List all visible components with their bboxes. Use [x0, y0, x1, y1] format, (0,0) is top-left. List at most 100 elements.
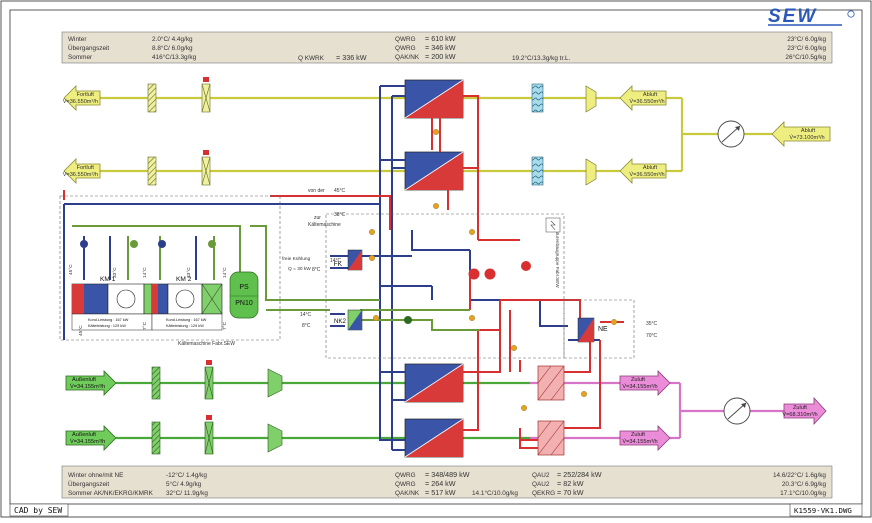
label-t70: 70°C — [646, 333, 658, 339]
fortluft-2-title: Fortluft — [77, 165, 95, 171]
km1-info-2: Kälteleistung : 129 kW — [88, 324, 126, 328]
bottom-q2-label-0: QAU2 — [532, 472, 550, 479]
chiller-caption: Kältemaschine Fabr.SEW — [178, 341, 235, 347]
top-right-value-2: 26°C/10.5g/kg — [785, 53, 826, 61]
chiller-temp-7b: 7°C — [222, 321, 228, 330]
bottom-left-value-1: 5°C/ 4.9g/kg — [166, 480, 202, 488]
label-t38: 38°C — [334, 212, 346, 218]
zuluft-main-flow: V̇=68.310m³/h — [782, 411, 817, 418]
fortluft-arrow-1: Fortluft V̇=36.550m³/h — [63, 85, 101, 111]
chiller-temp-33a: 33°C — [112, 267, 118, 278]
top-q-value-2: = 200 kW — [425, 52, 456, 61]
chiller-temp-45a: 45°C — [68, 264, 74, 275]
label-kaeltemaschine: Kältemaschine — [308, 222, 341, 228]
km1-info-1: Kond.Leistung : 167 kW — [88, 318, 129, 322]
footer-left: CAD by SEW — [14, 506, 62, 515]
q-kwrk-value: = 336 kW — [336, 53, 367, 62]
free-cooling-exchanger: FK — [334, 249, 363, 271]
bottom-left-label-0: Winter ohne/mit NE — [68, 472, 123, 479]
bottom-q2-label-2: QEKRG — [532, 490, 555, 497]
bottom-q-value-1: = 264 kW — [425, 479, 456, 488]
bottom-q-label-2: QAK/NK — [395, 490, 420, 497]
label-von-der: von der — [308, 188, 325, 194]
top-info-panel: Winter Übergangszeit Sommer 2.0°C/ 4.4g/… — [61, 31, 833, 64]
fk-label: FK — [334, 261, 343, 268]
aussenluft-2-flow: V̇=34.155m³/h — [70, 438, 105, 445]
bottom-q-value-2: = 517 kW — [425, 488, 456, 497]
top-left-value-1: 8.8°C/ 6.0g/kg — [152, 44, 193, 52]
valve-assembly-area: Armaturenbaugruppe Fabr.SEW — [325, 213, 635, 359]
piping-labels: von der 45°C 38°C zur Kältemaschine frei… — [282, 188, 658, 339]
top-q-label-1: QWRG — [395, 45, 416, 52]
aussenluft-1-title: Außenluft — [72, 377, 96, 383]
zuluft-1-flow: V̇=34.155m³/h — [622, 383, 657, 390]
bottom-q-label-1: QWRG — [395, 481, 416, 488]
top-right-value-0: 23°C/ 6.0g/kg — [787, 35, 826, 43]
ne-exchanger: NE — [577, 317, 608, 343]
bottom-mid-note: 14.1°C/10.0g/kg — [472, 489, 518, 497]
main-pumps — [404, 261, 531, 324]
bottom-left-value-0: -12°C/ 1.4g/kg — [166, 471, 207, 479]
nk2-exchanger: NK2 — [334, 309, 363, 331]
label-t14a: 14°C — [330, 258, 342, 264]
top-q-label-0: QWRG — [395, 36, 416, 43]
abluft-main-flow: V̇=73.100m³/h — [789, 134, 824, 141]
chiller-temp-33b: 33°C — [186, 267, 192, 278]
label-t8a: 8°C — [312, 267, 321, 273]
label-zur: zur — [314, 215, 321, 221]
abluft-arrow-1: Abluft V̇=36.550m³/h — [619, 85, 667, 111]
chiller-pump-icons — [80, 240, 216, 248]
abluft-2-flow: V̇=36.550m³/h — [629, 171, 664, 178]
bottom-right-value-2: 17.1°C/10.0g/kg — [780, 489, 826, 497]
aussenluft-arrow-2: Außenluft V̇=34.155m³/h — [65, 425, 117, 451]
green-pipes — [72, 225, 480, 331]
km1-label: KM 1 — [100, 276, 116, 283]
bottom-left-label-1: Übergangszeit — [68, 480, 109, 488]
top-left-label-2: Sommer — [68, 54, 93, 61]
dark-pipes — [83, 236, 412, 327]
top-q-value-0: = 610 kW — [425, 34, 456, 43]
chiller-temp-7a: 7°C — [142, 321, 148, 330]
fortluft-1-title: Fortluft — [77, 92, 95, 98]
armaturen-label: Armaturenbaugruppe Fabr.SEW — [555, 222, 560, 288]
chiller-temp-14b: 14°C — [222, 267, 228, 278]
aussenluft-1-flow: V̇=34.155m³/h — [70, 383, 105, 390]
aussenluft-arrow-1: Außenluft V̇=34.155m³/h — [65, 370, 117, 396]
top-q-label-2: QAK/NK — [395, 54, 420, 61]
aussenluft-2-title: Außenluft — [72, 432, 96, 438]
km2-label: KM 2 — [176, 276, 192, 283]
heat-exchanger-bottom-1 — [404, 363, 464, 403]
nk2-label: NK2 — [334, 318, 347, 325]
chiller-temp-45b: 45°C — [78, 325, 84, 336]
bottom-right-value-0: 14.6/22°C/ 1.6g/kg — [773, 471, 826, 479]
abluft-1-title: Abluft — [643, 92, 658, 98]
bottom-right-value-1: 20.3°C/ 6.9g/kg — [782, 480, 827, 488]
footer-right: K1559-VK1.DWG — [794, 506, 852, 515]
footer: CAD by SEW K1559-VK1.DWG — [9, 503, 863, 517]
bottom-left-value-2: 32°C/ 11.9g/kg — [166, 489, 208, 497]
top-left-value-0: 2.0°C/ 4.4g/kg — [152, 35, 193, 43]
heat-exchanger-top-1 — [404, 79, 464, 119]
ps-label: PS — [239, 284, 249, 291]
abluft-main-arrow: Abluft V̇=73.100m³/h — [771, 121, 831, 147]
bottom-q-label-0: QWRG — [395, 472, 416, 479]
zuluft-main-title: Zuluft — [793, 405, 807, 411]
top-q-value-1: = 346 kW — [425, 43, 456, 52]
supply-fan-icon — [723, 397, 751, 425]
bottom-q2-value-2: = 70 kW — [557, 488, 584, 497]
km2-info-1: Kond.Leistung : 167 kW — [166, 318, 207, 322]
heat-exchanger-bottom-2 — [404, 418, 464, 458]
abluft-2-title: Abluft — [643, 165, 658, 171]
exhaust-filters — [147, 77, 597, 186]
abluft-main-title: Abluft — [801, 128, 816, 134]
bottom-q2-label-1: QAU2 — [532, 481, 550, 488]
svg-text:SEW: SEW — [768, 6, 817, 27]
label-t45: 45°C — [334, 188, 346, 194]
label-t35: 35°C — [646, 321, 658, 327]
fortluft-arrow-2: Fortluft V̇=36.550m³/h — [63, 158, 101, 184]
top-mid-right-value: 19.2°C/13.3g/kg tr.L. — [512, 54, 571, 62]
label-q30: Q = 30 kW — [288, 266, 311, 272]
